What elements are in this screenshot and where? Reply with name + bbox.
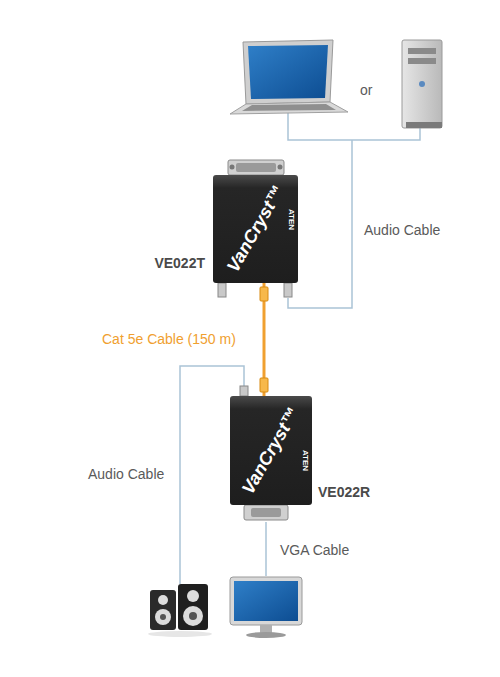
cable-label: Audio Cable bbox=[362, 222, 442, 238]
brand-logo: ATEN bbox=[287, 209, 296, 230]
extender-unit: VanCryst™ATENVE022R bbox=[230, 396, 312, 505]
cable-label: Audio Cable bbox=[86, 466, 166, 482]
product-logo: VanCryst™ bbox=[222, 182, 288, 276]
audio-wire bbox=[180, 112, 420, 584]
laptop-icon bbox=[230, 40, 348, 114]
extender-unit: VanCryst™ATENVE022T bbox=[213, 175, 298, 283]
cable-label: VGA Cable bbox=[278, 542, 351, 558]
product-logo: VanCryst™ bbox=[238, 404, 304, 498]
model-name: VE022T bbox=[154, 255, 205, 271]
speakers-icon bbox=[148, 584, 212, 637]
model-name: VE022R bbox=[318, 484, 370, 500]
cable-label: Cat 5e Cable (150 m) bbox=[100, 331, 238, 347]
desktop-tower-icon bbox=[402, 40, 442, 128]
cat5e-cable bbox=[260, 283, 268, 396]
monitor-icon bbox=[230, 577, 302, 638]
brand-logo: ATEN bbox=[301, 450, 310, 471]
or-text: or bbox=[358, 82, 374, 98]
